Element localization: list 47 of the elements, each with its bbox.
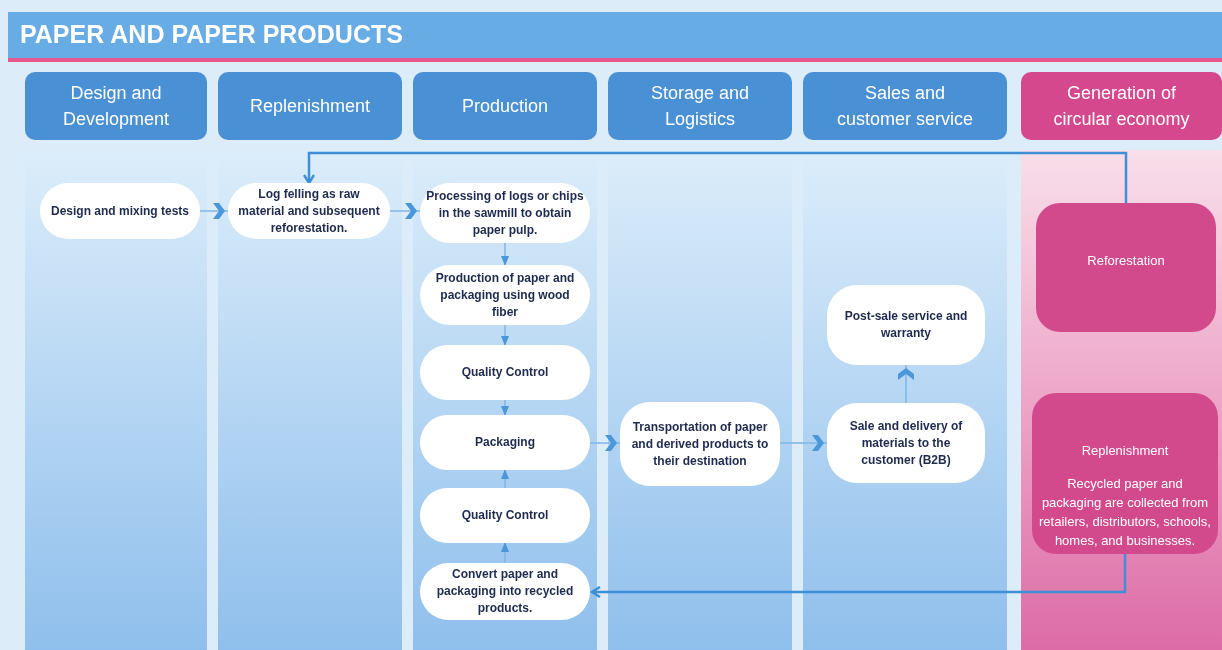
step-text: Design and mixing tests — [51, 202, 189, 220]
step-pill — [420, 345, 590, 400]
step-pill — [420, 265, 590, 325]
stage-header — [608, 72, 792, 140]
step-text: Packaging — [475, 434, 535, 451]
stage-header — [413, 72, 597, 140]
stage-header — [25, 72, 207, 140]
step-pill — [420, 183, 590, 243]
step-text: Replenishment — [249, 95, 371, 118]
step-text: Replenishment — [1081, 442, 1169, 460]
step-pill — [420, 488, 590, 543]
step-text: Quality Control — [461, 364, 549, 381]
circular-step-box — [1036, 203, 1216, 332]
step-text: Storage and Logistics — [649, 82, 751, 131]
step-text: Sale and delivery of materials to the customer (B2B) — [848, 417, 964, 469]
step-description: Recycled paper and packaging are collected from retailers, distributors, schools, homes, and businesses. — [1038, 475, 1212, 550]
stage-header — [803, 72, 1007, 140]
step-text: Design and Development — [61, 82, 171, 131]
step-pill — [420, 415, 590, 470]
step-pill — [827, 403, 985, 483]
step-pill — [620, 402, 780, 486]
step-text: Sales and customer service — [835, 82, 974, 131]
step-text: Generation of circular economy — [1052, 82, 1191, 131]
step-text: Production — [461, 95, 549, 118]
arrow — [590, 554, 1127, 599]
title-bar: PAPER AND PAPER PRODUCTS — [8, 12, 1222, 62]
circular-step-box — [1032, 393, 1218, 554]
step-text: Reforestation — [1087, 252, 1165, 270]
stage-header — [218, 72, 402, 140]
step-pill — [420, 563, 590, 620]
step-pill — [228, 183, 390, 239]
step-text: Transportation of paper and derived products to their destination — [630, 418, 770, 470]
stage-header — [1021, 72, 1222, 140]
step-text: Production of paper and packaging using wood fiber — [434, 269, 576, 321]
arrow — [501, 324, 509, 346]
arrow — [501, 242, 509, 266]
step-text: Quality Control — [461, 507, 549, 524]
step-pill — [827, 285, 985, 365]
arrow — [302, 151, 1128, 203]
step-pill — [40, 183, 200, 239]
step-text: Convert paper and packaging into recycled products. — [435, 566, 575, 617]
arrow — [501, 542, 509, 564]
arrow — [501, 469, 509, 489]
step-text: Post-sale service and warranty — [843, 308, 969, 342]
arrow — [501, 399, 509, 416]
step-text: Log felling as raw material and subsequent reforestation. — [237, 185, 381, 237]
step-text: Processing of logs or chips in the sawmill to obtain paper pulp. — [426, 187, 584, 239]
